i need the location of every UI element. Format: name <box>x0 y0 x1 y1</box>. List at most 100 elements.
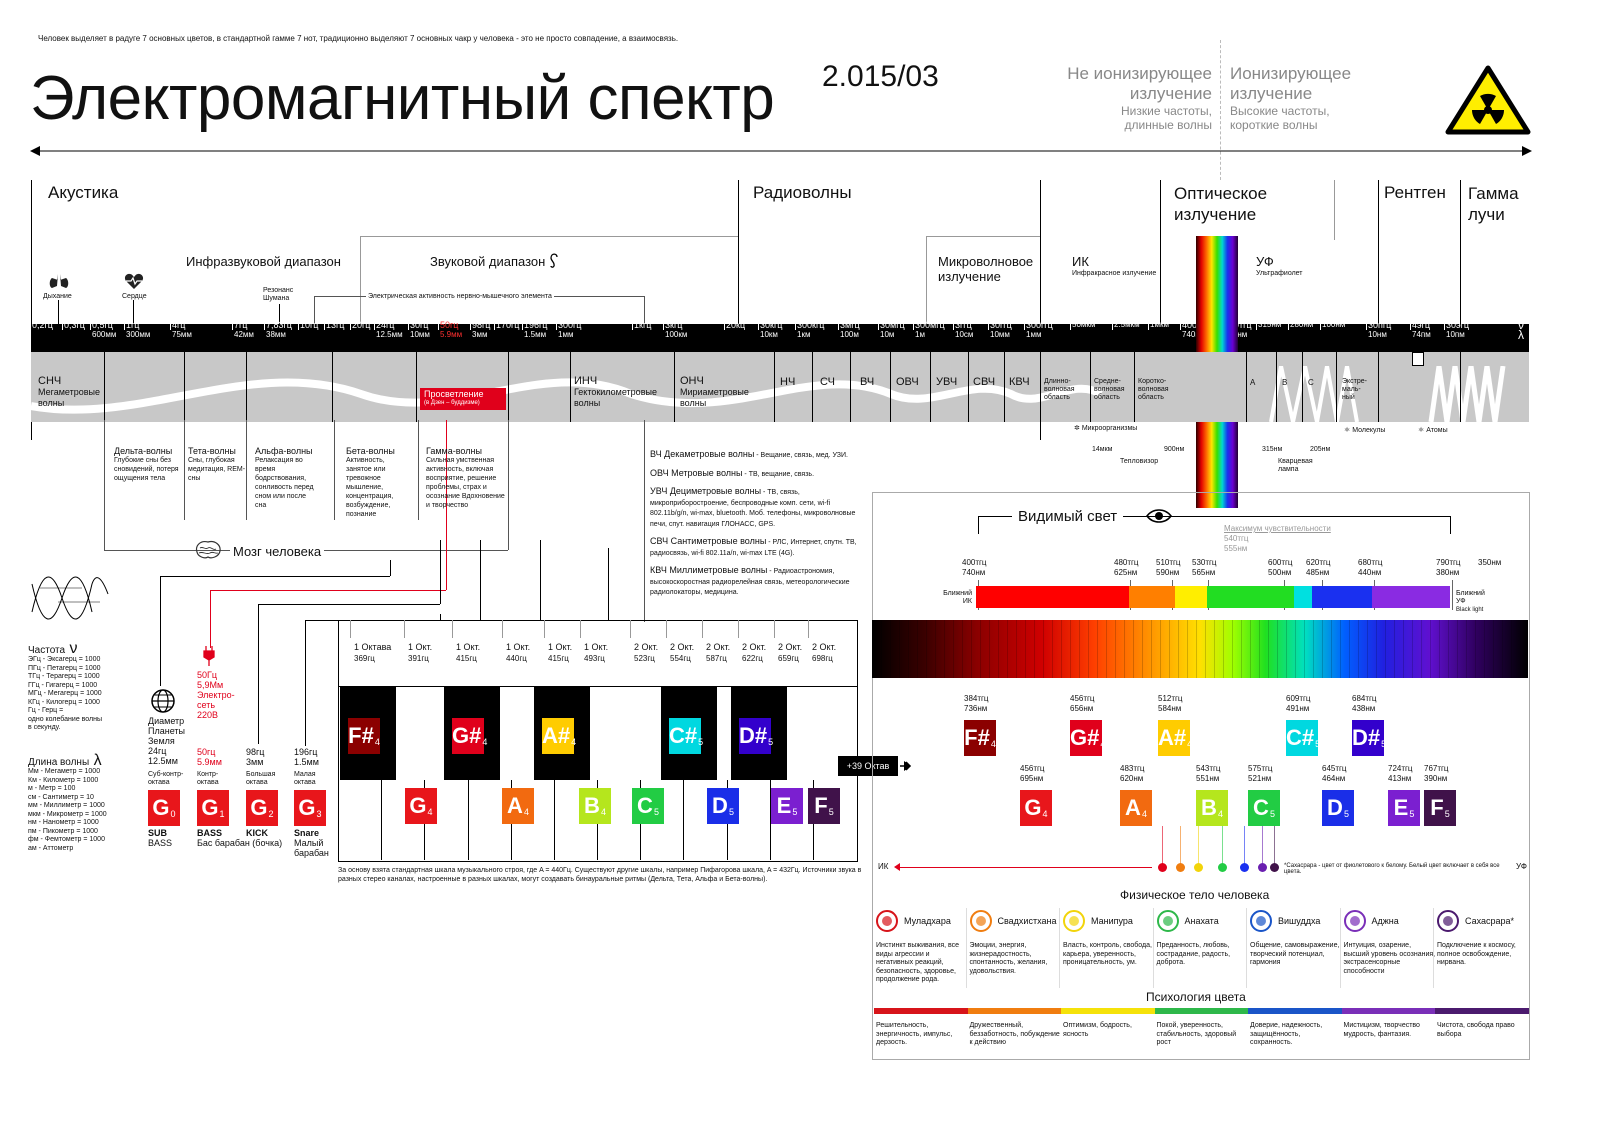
band-vch: ВЧ <box>860 376 875 388</box>
band-wavelength: 100м <box>840 330 859 339</box>
band-frequency: 170гц <box>496 320 520 330</box>
piano-key-label: 2 Окт.622гц <box>742 642 767 663</box>
piano-key-label: 1 Окт.415гц <box>548 642 573 663</box>
note-key-sharp: A#4 <box>542 718 576 754</box>
psychology-color-bar <box>1248 1008 1342 1014</box>
len-unit-line: м - Метр = 100 <box>28 785 76 792</box>
note-key-natural[interactable]: G4 <box>405 788 437 824</box>
band-frequency: 30ггц <box>990 320 1012 330</box>
optical-key-sharp[interactable]: D#5 <box>1352 720 1386 756</box>
brain-connector <box>104 420 105 550</box>
freq-unit-line: КГц - Килогерц = 1000 <box>28 698 100 706</box>
optical-key-sharp[interactable]: A#4 <box>1158 720 1192 756</box>
band-tick <box>1180 324 1181 330</box>
chakra-icon <box>1343 910 1366 932</box>
atoms-label: ⚛ Атомы <box>1418 427 1448 434</box>
optical-key-natural[interactable]: A4 <box>1120 790 1152 826</box>
brain-connector <box>246 420 247 520</box>
band-frequency: 1гц <box>126 320 140 330</box>
ionization-divider <box>1220 40 1221 180</box>
optical-key-sharp[interactable]: F#4 <box>964 720 996 756</box>
sound-range-line <box>360 236 738 237</box>
connector <box>258 604 259 744</box>
psychology-color-bar <box>967 1008 1061 1014</box>
optical-key-natural[interactable]: G4 <box>1020 790 1052 826</box>
band-tick <box>264 324 265 330</box>
band-wavelength: 12.5мм <box>376 330 403 339</box>
optical-key-natural[interactable]: E5 <box>1388 790 1420 826</box>
band-uvch: УВЧ <box>936 376 958 388</box>
note-key-natural[interactable]: B4 <box>579 788 611 824</box>
optical-key-natural[interactable]: B4 <box>1196 790 1228 826</box>
band-label: 1мкм <box>1150 320 1169 330</box>
bass-freq: 98гц <box>246 747 265 757</box>
band-tick <box>724 324 725 330</box>
band-tick <box>632 324 633 330</box>
spectrum-gradient-lines <box>872 620 1528 678</box>
tick <box>644 296 645 324</box>
note-key-natural[interactable]: F5 <box>808 788 840 824</box>
band-wavelength: λ <box>1518 328 1524 342</box>
band-tick <box>408 324 409 330</box>
chakra-icon <box>1437 910 1459 932</box>
note-key-natural[interactable]: E5 <box>771 788 803 824</box>
psychology-description: Чистота, свобода право выбора <box>1437 1022 1515 1038</box>
band-tick <box>913 324 914 330</box>
globe-icon <box>151 689 175 713</box>
note-key-natural[interactable]: D5 <box>707 788 739 824</box>
connector <box>440 614 441 620</box>
optical-key-natural[interactable]: C5 <box>1248 790 1280 826</box>
piano-white-key-divider <box>468 780 469 860</box>
tick <box>133 300 134 324</box>
optical-key-natural[interactable]: D5 <box>1322 790 1354 826</box>
connector <box>390 560 391 576</box>
intro-text: Человек выделяет в радуге 7 основных цве… <box>38 34 679 43</box>
note-key-sharp: G#4 <box>452 718 487 754</box>
chakra-name: Вишуддха <box>1278 916 1321 926</box>
ir-t2: 900нм <box>1164 446 1185 453</box>
band-ovch: ОВЧ <box>896 376 919 388</box>
band-tick <box>438 324 439 330</box>
sahasrara-note: *Сахасрара - цвет от фиолетового к белом… <box>1284 863 1500 875</box>
band-wavelength: 1мм <box>1026 330 1042 339</box>
piano-white-key-divider <box>381 780 382 860</box>
note-key-g1: G1 <box>197 790 229 826</box>
band-frequency: 3ггц <box>955 320 972 330</box>
len-unit-line: фм - Фемтометр = 1000 <box>28 836 105 843</box>
band-wavelength: 10мм <box>990 330 1010 339</box>
piano-tick <box>630 620 631 638</box>
band-extreme: Экстре-маль-ный <box>1342 378 1367 401</box>
chakra-dot <box>1194 863 1203 872</box>
strip-divider <box>674 352 675 422</box>
optical-key-sharp[interactable]: C#5 <box>1286 720 1320 756</box>
band-frequency: 3кгц <box>665 320 683 330</box>
len-unit-line: пм - Пикометр = 1000 <box>28 827 98 835</box>
optical-key-sharp[interactable]: G#4 <box>1070 720 1105 756</box>
note-key-natural[interactable]: A4 <box>502 788 534 824</box>
band-label: 50мкм <box>1072 320 1095 330</box>
chakra-name: Муладхара <box>904 916 951 926</box>
band-wavelength: 38мм <box>266 330 286 339</box>
brain-connector <box>418 420 419 520</box>
len-unit-line: Мм - Мегаметр = 1000 <box>28 768 101 775</box>
strip-divider <box>1246 352 1247 422</box>
tick <box>279 304 280 324</box>
note-key-natural[interactable]: C5 <box>632 788 664 824</box>
optical-key-natural[interactable]: F5 <box>1424 790 1456 826</box>
